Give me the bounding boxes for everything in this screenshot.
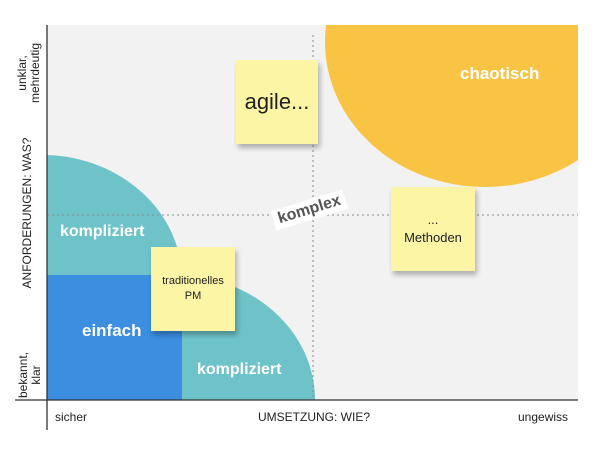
x-axis-title: UMSETZUNG: WIE?	[258, 410, 371, 424]
sticky-note-methods[interactable]: ... Methoden	[391, 187, 475, 271]
simple-label: einfach	[82, 321, 142, 340]
y-axis-bottom-label: bekannt, klar	[16, 351, 43, 399]
complicated-label-right: kompliziert	[197, 361, 282, 378]
complicated-region-top	[47, 155, 183, 280]
x-axis-right-label: ungewiss	[518, 410, 569, 424]
y-axis-title: ANFORDERUNGEN: WAS?	[20, 137, 34, 289]
chaotic-label: chaotisch	[460, 64, 540, 83]
y-axis-top-label: unklar, mehrdeutig	[15, 42, 42, 104]
sticky-note-traditional-pm[interactable]: traditionelles PM	[151, 247, 235, 331]
sticky-note-agile[interactable]: agile...	[236, 60, 318, 144]
x-axis-left-label: sicher	[55, 410, 88, 424]
chaotic-region	[325, 25, 578, 187]
complicated-label-top: kompliziert	[60, 223, 145, 240]
